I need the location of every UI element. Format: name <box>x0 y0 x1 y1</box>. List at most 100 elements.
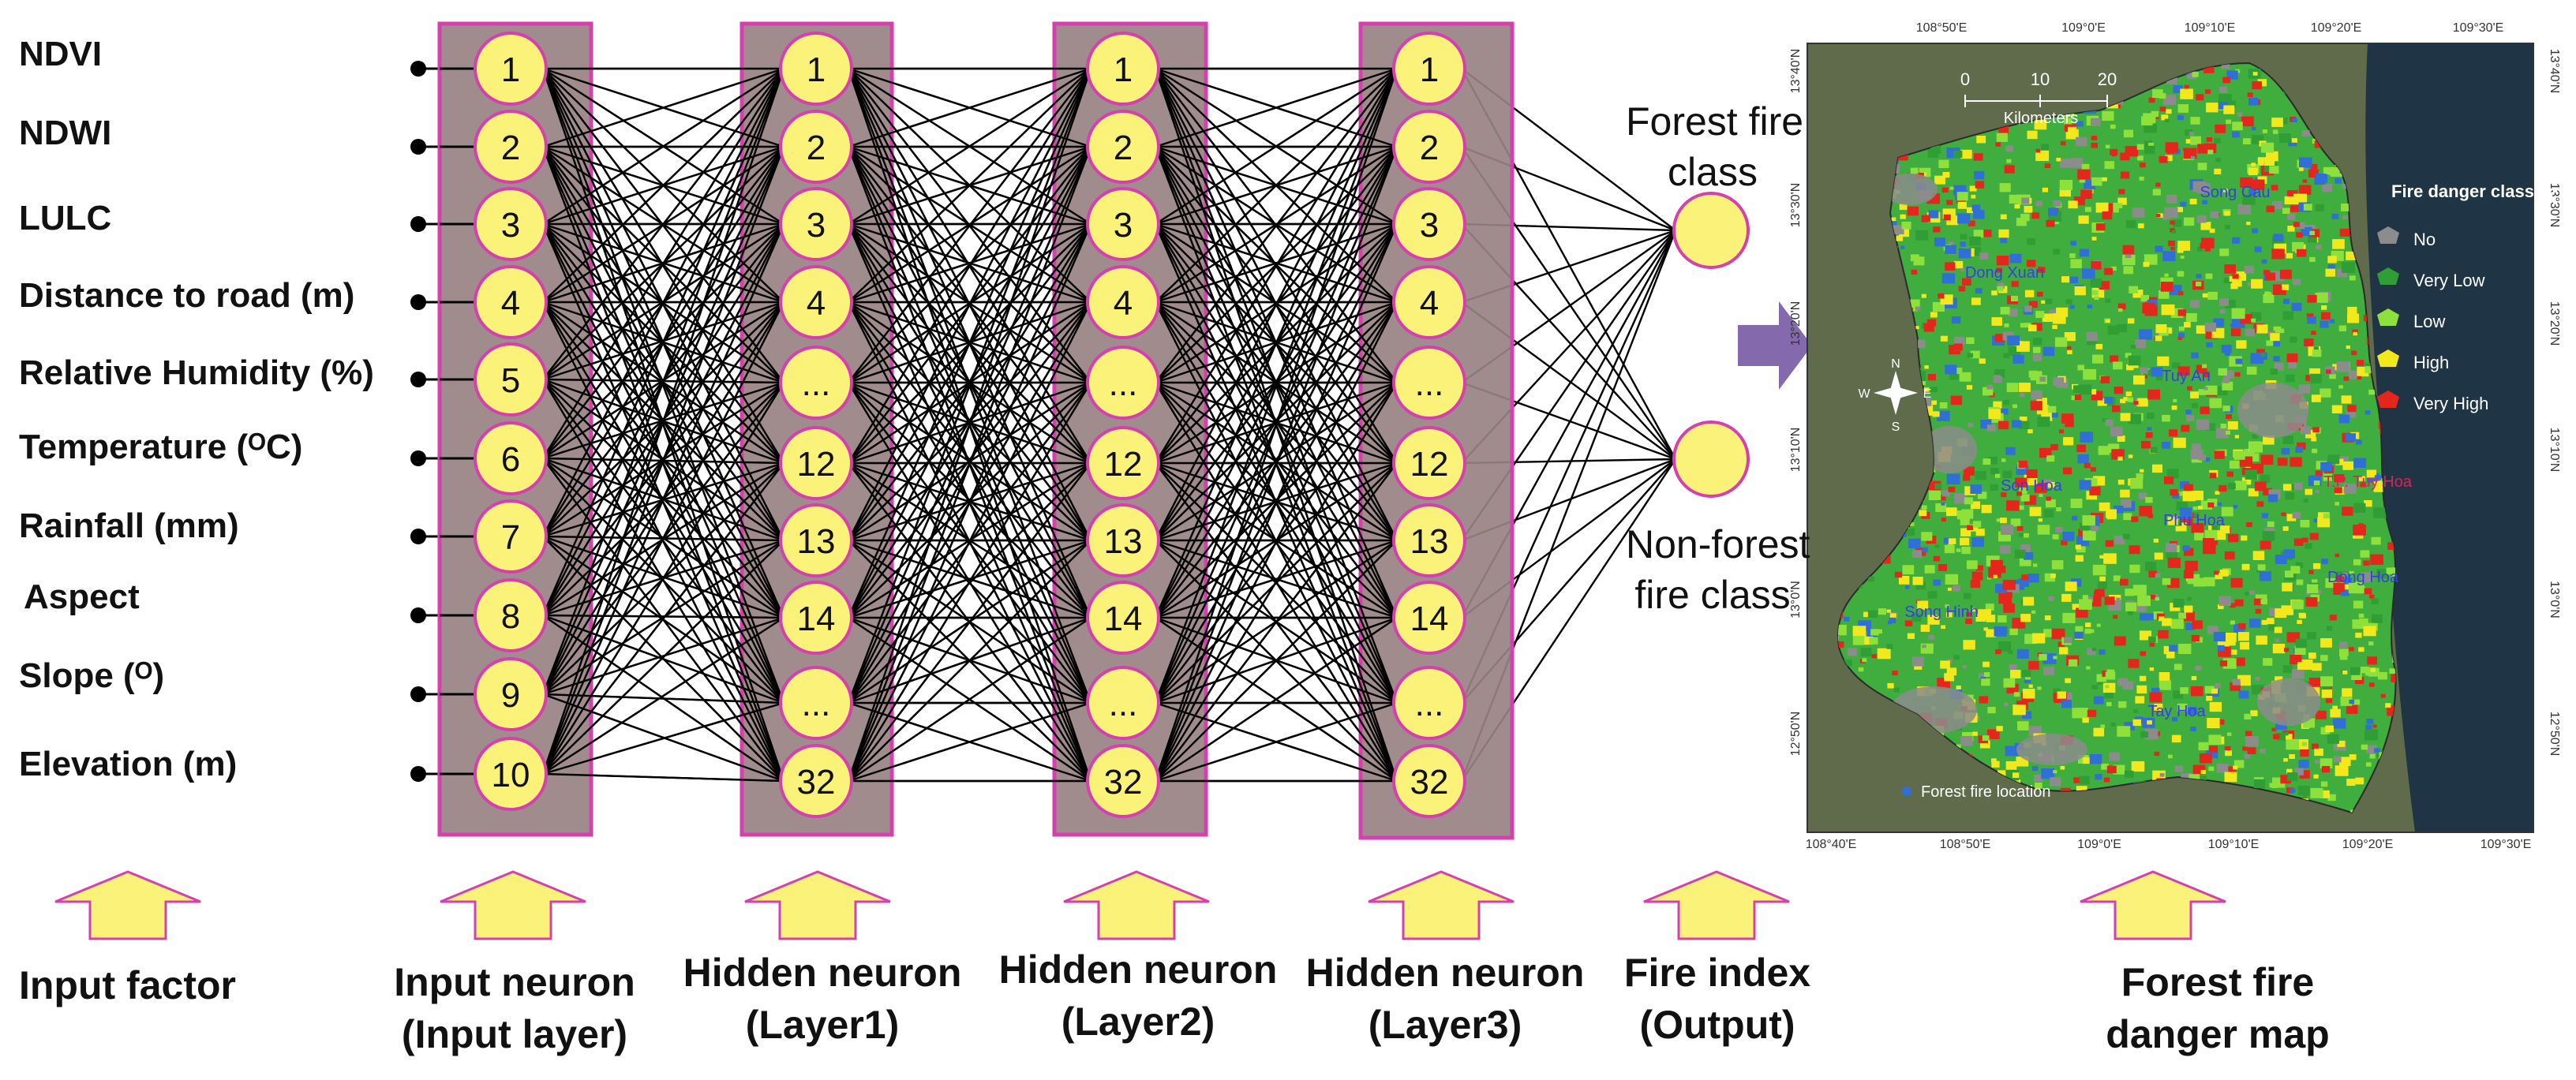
danger-pixel <box>2075 544 2081 550</box>
danger-pixel <box>2216 386 2228 395</box>
danger-pixel <box>2321 312 2331 320</box>
danger-pixel <box>1933 226 1941 233</box>
danger-pixel <box>2099 281 2110 290</box>
danger-pixel <box>1960 234 1968 240</box>
danger-pixel <box>2238 623 2246 630</box>
danger-pixel <box>2074 394 2082 400</box>
danger-pixel <box>2177 241 2190 251</box>
danger-pixel <box>2024 206 2033 213</box>
danger-pixel <box>2197 144 2210 154</box>
danger-pixel <box>2164 118 2170 122</box>
danger-pixel <box>2261 619 2268 625</box>
danger-pixel <box>2320 758 2333 768</box>
danger-pixel <box>2271 185 2278 191</box>
connection-line <box>541 68 785 459</box>
danger-pixel <box>2329 373 2336 379</box>
danger-pixel <box>2155 324 2167 334</box>
hidden3-neuron: 12 <box>1392 426 1466 500</box>
danger-pixel <box>1956 686 1961 689</box>
hidden2-neuron: 13 <box>1086 503 1160 577</box>
danger-pixel <box>1862 658 1867 663</box>
neuron-label: 13 <box>797 522 836 561</box>
danger-pixel <box>2175 521 2182 526</box>
danger-pixel <box>2207 502 2215 508</box>
danger-pixel <box>2249 442 2263 453</box>
danger-pixel <box>2048 207 2058 216</box>
danger-pixel <box>2334 553 2340 558</box>
danger-pixel <box>2206 103 2218 113</box>
danger-pixel <box>2266 340 2274 346</box>
danger-pixel <box>2041 300 2046 304</box>
neuron-label: 8 <box>501 597 520 636</box>
danger-pixel <box>2173 437 2186 448</box>
danger-pixel <box>1860 648 1872 657</box>
legend-label: Very Low <box>2413 271 2485 290</box>
connection-line <box>541 146 785 704</box>
danger-pixel <box>2056 158 2061 162</box>
danger-pixel <box>2117 678 2128 686</box>
danger-pixel <box>2294 645 2306 655</box>
danger-pixel <box>2178 644 2192 654</box>
neuron-label: 13 <box>1410 522 1449 561</box>
hidden2-neuron: 3 <box>1086 187 1160 261</box>
danger-pixel <box>1962 665 1967 669</box>
danger-pixel <box>2155 573 2161 578</box>
danger-pixel <box>2282 665 2293 673</box>
danger-pixel <box>2336 268 2348 278</box>
danger-pixel <box>2006 159 2012 163</box>
danger-pixel <box>2368 667 2379 677</box>
danger-pixel <box>2164 273 2169 277</box>
danger-pixel <box>2245 469 2258 480</box>
danger-pixel <box>1943 537 1952 544</box>
danger-pixel <box>2391 567 2396 577</box>
danger-pixel <box>2122 681 2133 690</box>
danger-pixel <box>2049 309 2057 316</box>
danger-pixel <box>1995 142 2001 147</box>
danger-pixel <box>2098 446 2110 455</box>
danger-pixel <box>1975 288 1983 294</box>
danger-pixel <box>2082 595 2088 600</box>
connection-line <box>542 146 784 464</box>
danger-pixel <box>2135 339 2146 349</box>
danger-pixel <box>2218 102 2229 110</box>
danger-pixel <box>2032 353 2042 361</box>
danger-pixel <box>1953 343 1963 351</box>
danger-pixel <box>1963 466 1975 476</box>
danger-pixel <box>1927 591 1938 599</box>
danger-pixel <box>2055 337 2068 347</box>
danger-pixel <box>2039 653 2047 661</box>
danger-pixel <box>2031 766 2039 772</box>
danger-pixel <box>2152 89 2163 99</box>
danger-pixel <box>2052 324 2057 330</box>
danger-pixel <box>1958 248 1971 259</box>
danger-pixel <box>2027 429 2033 434</box>
danger-pixel <box>2219 249 2230 256</box>
danger-pixel <box>2308 652 2316 659</box>
danger-pixel <box>2334 502 2339 506</box>
danger-pixel <box>2329 319 2335 323</box>
danger-pixel <box>1934 544 1940 548</box>
danger-pixel <box>1966 337 1975 344</box>
danger-pixel <box>2187 71 2197 80</box>
arrows <box>54 301 2226 940</box>
danger-pixel <box>2177 104 2189 113</box>
danger-pixel <box>2091 391 2103 401</box>
danger-pixel <box>2120 413 2131 421</box>
connection-line <box>1154 68 1398 541</box>
danger-pixel <box>2267 494 2278 503</box>
danger-pixel <box>2117 456 2123 461</box>
danger-pixel <box>2341 395 2352 404</box>
bottom-label-input-neuron-line2: (Input layer) <box>401 1012 628 1056</box>
danger-pixel <box>2386 567 2395 575</box>
danger-pixel <box>2162 95 2177 106</box>
danger-pixel <box>2282 207 2290 215</box>
danger-pixel <box>2349 570 2354 575</box>
danger-pixel <box>1939 402 1948 409</box>
danger-pixel <box>2037 525 2050 535</box>
danger-pixel <box>2069 276 2079 284</box>
danger-pixel <box>2082 717 2089 723</box>
bottom-label-hidden3-line2: (Layer3) <box>1368 1003 1522 1047</box>
danger-pixel <box>2274 626 2282 633</box>
danger-pixel <box>2171 618 2184 630</box>
danger-pixel <box>2364 588 2372 595</box>
